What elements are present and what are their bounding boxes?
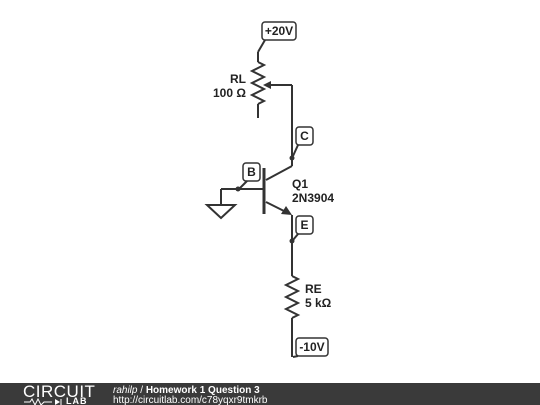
resistor-rl[interactable] xyxy=(249,52,267,118)
footer-title[interactable]: Homework 1 Question 3 xyxy=(146,385,260,396)
footer-bar xyxy=(0,383,540,405)
footer-title-line: rahilp / Homework 1 Question 3 xyxy=(113,385,260,396)
node-b-label: B xyxy=(247,165,256,179)
supply-neg-label: -10V xyxy=(299,340,324,354)
supply-pos-label: +20V xyxy=(265,24,293,38)
logo-lab-text: LAB xyxy=(66,396,88,405)
node-c-label: C xyxy=(300,129,309,143)
supply-neg-lead xyxy=(292,355,299,358)
supply-neg-tag[interactable]: -10V xyxy=(295,337,329,357)
q1-name: Q1 xyxy=(292,177,308,191)
node-b-junction xyxy=(235,186,241,192)
node-e-lead xyxy=(292,233,299,241)
footer-author[interactable]: rahilp xyxy=(113,385,138,396)
node-b-lead xyxy=(238,180,248,190)
re-name: RE xyxy=(305,282,322,296)
rl-name: RL xyxy=(230,72,246,86)
logo-circuit-text: CIRCUIT xyxy=(23,382,95,401)
footer-separator: / xyxy=(137,385,145,396)
circuitlab-logo[interactable]: CIRCUIT LAB xyxy=(23,382,95,405)
node-e-tag[interactable]: E xyxy=(295,215,314,235)
node-c-tag[interactable]: C xyxy=(295,126,314,146)
supply-pos-lead xyxy=(257,39,266,53)
q1-model: 2N3904 xyxy=(292,191,334,205)
rl-wiper xyxy=(263,81,292,89)
supply-pos-tag[interactable]: +20V xyxy=(261,21,297,41)
transistor-q1[interactable] xyxy=(262,158,293,240)
re-value: 5 kΩ xyxy=(305,296,332,310)
node-b-tag[interactable]: B xyxy=(242,162,261,182)
node-c-lead xyxy=(292,144,299,157)
ground-symbol xyxy=(204,189,238,220)
footer-url[interactable]: http://circuitlab.com/c78yqxr9tmkrb xyxy=(113,395,268,405)
rl-value: 100 Ω xyxy=(213,86,246,100)
node-e-label: E xyxy=(300,218,308,232)
resistor-re[interactable] xyxy=(283,275,301,319)
resistor-logo-icon xyxy=(24,397,62,405)
